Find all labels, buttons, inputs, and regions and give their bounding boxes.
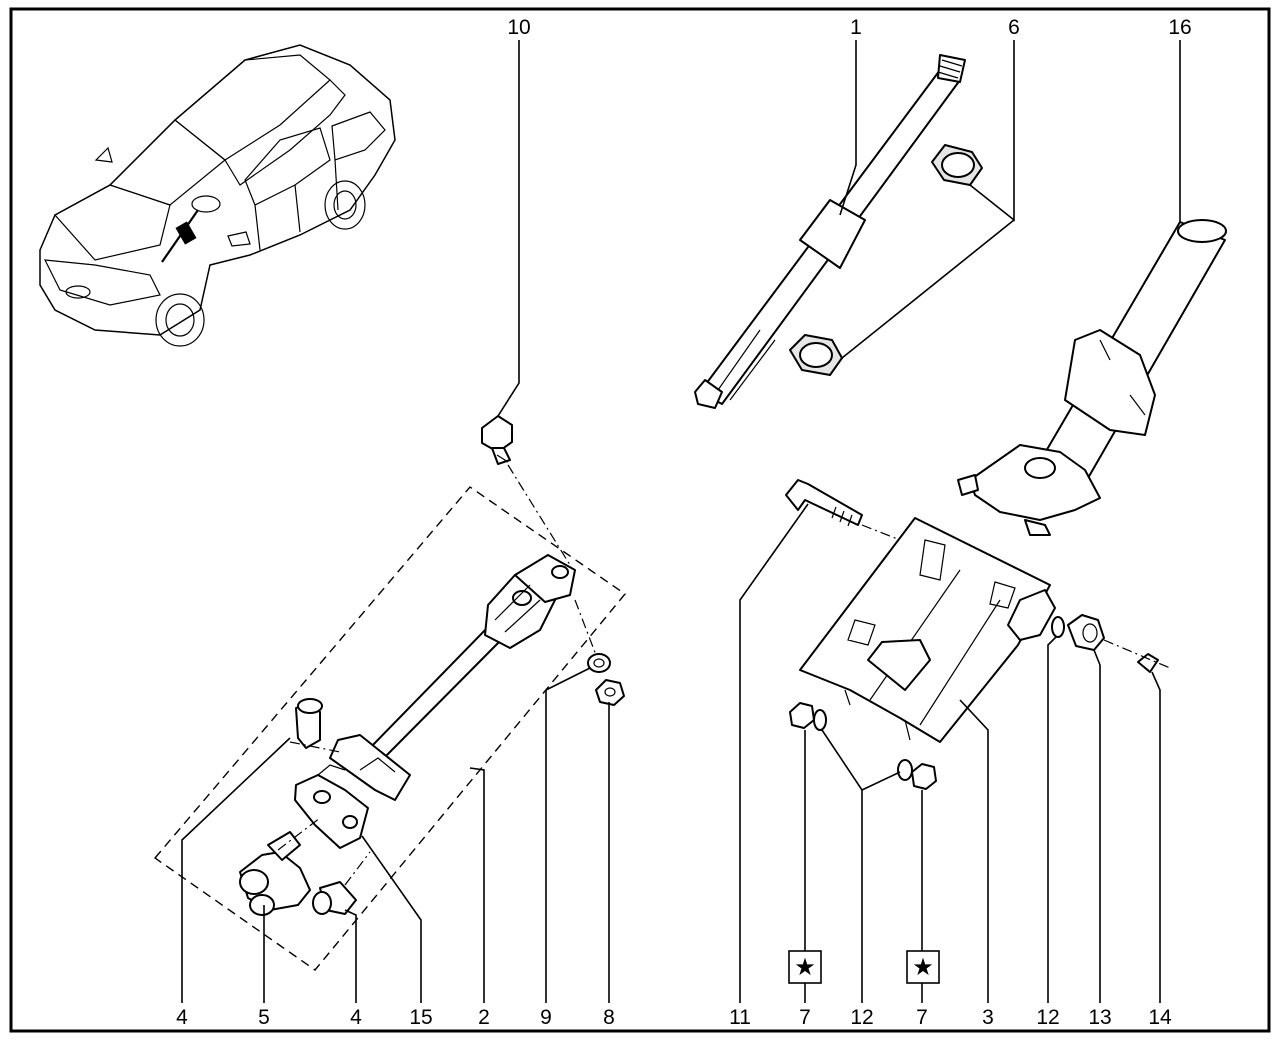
bracket-3 — [799, 517, 1056, 743]
callout-14: 14 — [1148, 1006, 1172, 1029]
washer-12-middle — [897, 759, 913, 781]
nut-7-left — [789, 702, 815, 729]
clamp-yoke-5 — [239, 831, 311, 916]
callout-5: 5 — [258, 1006, 270, 1029]
rivet-4-lower — [312, 881, 357, 915]
nut-7-right — [911, 763, 937, 790]
car-location-icon — [39, 44, 396, 347]
steering-shaft-1 — [694, 54, 966, 409]
clip-14 — [1137, 653, 1159, 673]
diagram-border — [9, 7, 1271, 1033]
rivet-4-upper — [295, 698, 323, 749]
washer-9 — [587, 653, 611, 673]
nut-8 — [595, 679, 625, 706]
callout-2: 2 — [478, 1006, 490, 1029]
callout-12-left: 12 — [850, 1006, 873, 1029]
bearing-6-lower — [789, 334, 843, 376]
callout-4-right: 4 — [350, 1006, 362, 1029]
bolt-10 — [481, 415, 513, 465]
leader-lines — [181, 40, 1181, 1003]
callout-12-right: 12 — [1036, 1006, 1059, 1029]
callout-7-right: 7 — [916, 1006, 928, 1029]
star-marker-left: ★ — [794, 954, 816, 981]
callout-16: 16 — [1168, 16, 1191, 39]
callout-13: 13 — [1088, 1006, 1111, 1029]
washer-12-right — [1051, 616, 1065, 638]
bearing-6-upper — [931, 144, 983, 186]
callout-3: 3 — [982, 1006, 994, 1029]
flexible-coupling-15 — [294, 764, 369, 849]
bushing-13 — [1067, 614, 1105, 651]
assembly-2-dashed-box — [153, 486, 627, 971]
bolt-11 — [785, 479, 863, 527]
callout-7-left: 7 — [799, 1006, 811, 1029]
callout-10: 10 — [507, 16, 530, 39]
column-tube-16 — [957, 219, 1227, 536]
callout-1: 1 — [850, 16, 862, 39]
callout-6: 6 — [1008, 16, 1020, 39]
callout-15: 15 — [409, 1006, 432, 1029]
star-marker-icon: ★ — [788, 950, 822, 984]
callout-4-left: 4 — [176, 1006, 188, 1029]
callout-9: 9 — [540, 1006, 552, 1029]
callout-11: 11 — [729, 1006, 751, 1029]
intermediate-shaft-2 — [329, 554, 576, 801]
washer-12-left — [813, 709, 827, 731]
star-marker-right: ★ — [912, 954, 934, 981]
star-marker-icon: ★ — [906, 950, 940, 984]
callout-8: 8 — [603, 1006, 615, 1029]
